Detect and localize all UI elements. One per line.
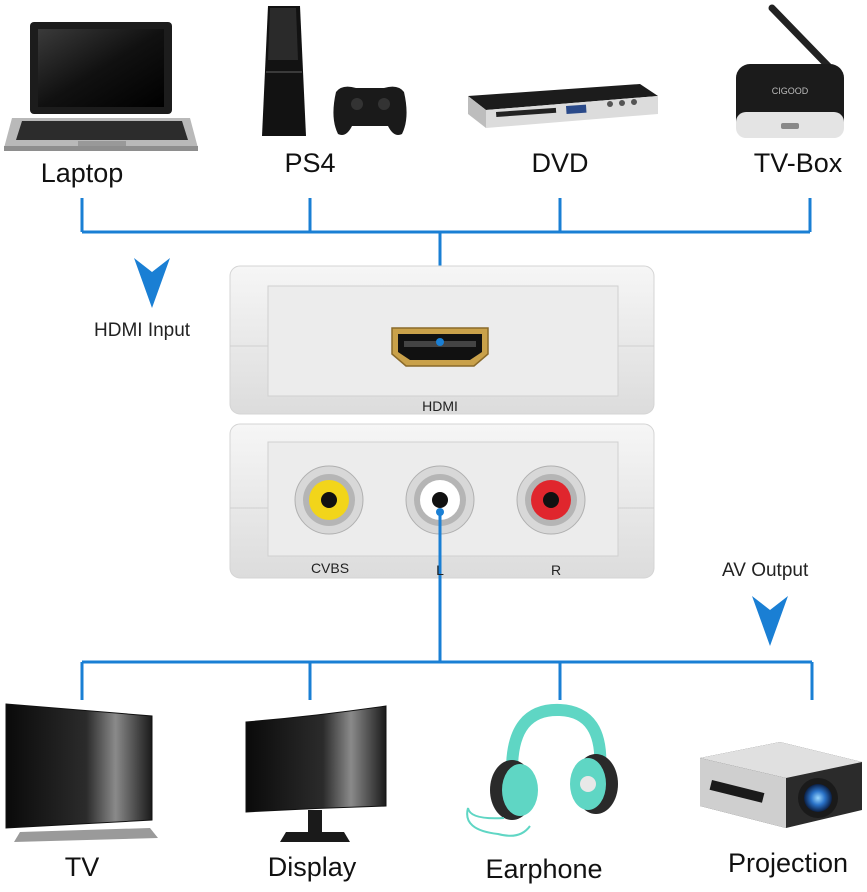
projection-label: Projection: [727, 848, 849, 878]
monitor-icon: [245, 705, 387, 842]
hdmi-input-label: HDMI Input: [94, 320, 191, 341]
headphones-icon: [466, 703, 618, 837]
dvd-label: DVD: [531, 148, 589, 178]
hdmi-port-label: HDMI: [422, 398, 458, 414]
tv-label: TV: [64, 852, 100, 882]
dvd-player-icon: [468, 84, 658, 128]
tv-box-icon: CIGOOD: [736, 4, 844, 138]
cvbs-port-label: CVBS: [310, 560, 350, 576]
left-audio-jack-icon: [405, 465, 475, 535]
right-audio-jack-icon: [516, 465, 586, 535]
av-output-arrow-icon: [752, 596, 788, 646]
cvbs-jack-icon: [294, 465, 364, 535]
ps4-label: PS4: [284, 148, 336, 178]
right-port-label: R: [550, 562, 562, 578]
tv-box-brand: CIGOOD: [772, 86, 809, 96]
projector-icon: [700, 742, 862, 828]
converter-av-face: [229, 423, 655, 579]
hdmi-input-arrow-icon: [134, 258, 170, 308]
left-port-label: L: [436, 562, 444, 578]
laptop-label: Laptop: [40, 158, 124, 188]
output-connector-lines: [80, 512, 814, 700]
laptop-icon: [4, 22, 198, 151]
tv-box-label: TV-Box: [753, 148, 843, 178]
tv-icon: [5, 703, 158, 842]
earphone-label: Earphone: [485, 854, 603, 884]
display-label: Display: [267, 852, 357, 882]
ps4-console-icon: [262, 6, 407, 136]
av-output-label: AV Output: [722, 560, 809, 581]
